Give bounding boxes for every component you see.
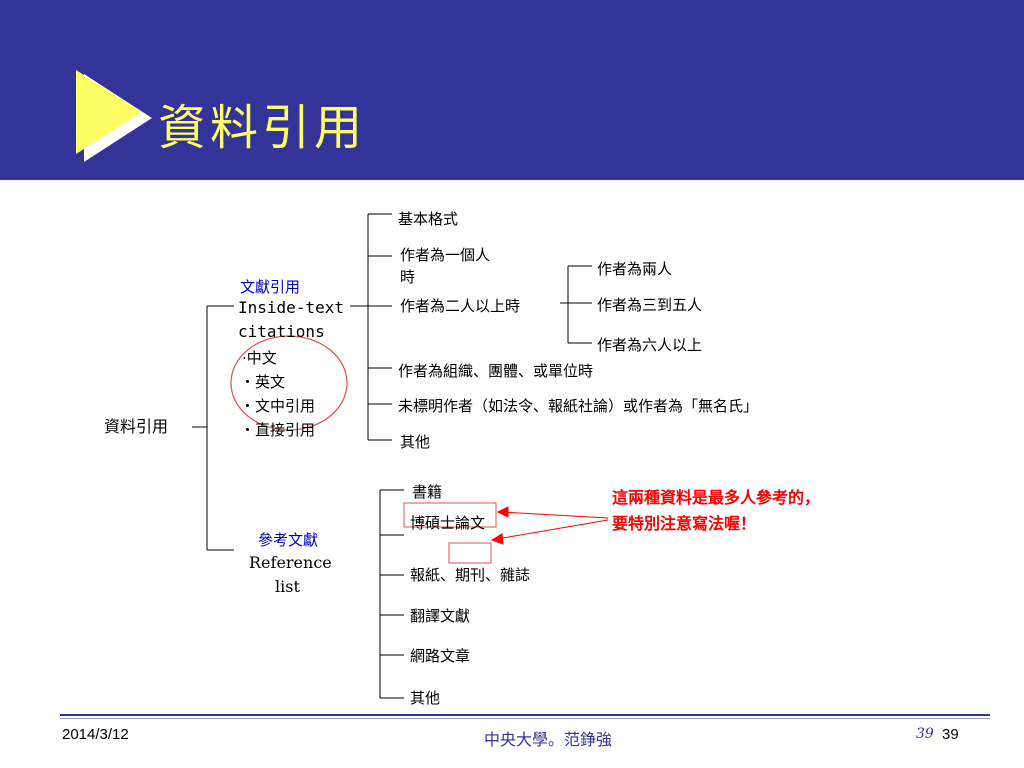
bullet-chinese: ·中文: [242, 349, 277, 367]
inside-citations-label: 文獻引用: [240, 278, 301, 296]
ref-translation: 翻譯文獻: [410, 607, 471, 625]
slide-header: [0, 0, 1024, 180]
node-one-author-2: 時: [400, 268, 416, 286]
bullet-direct-quote: ・直接引用: [240, 421, 316, 439]
note-line-1: 這兩種資料是最多人參考的，: [612, 488, 821, 507]
reference-list-en-2: list: [275, 577, 300, 596]
reference-list-en-1: Reference: [249, 553, 332, 572]
note-line-2: 要特別注意寫法喔！: [612, 514, 757, 533]
highlight-box-thesis: [403, 502, 497, 528]
footer-divider: [60, 714, 990, 716]
ref-web-article: 網路文章: [410, 647, 471, 665]
ref-other: 其他: [410, 689, 441, 707]
node-one-author-1: 作者為一個人: [400, 246, 491, 264]
node-six-plus-authors: 作者為六人以上: [597, 336, 703, 354]
footer-divider-thin: [60, 718, 990, 719]
node-three-five-authors: 作者為三到五人: [597, 296, 703, 314]
node-organization: 作者為組織、團體、或單位時: [398, 362, 594, 380]
node-multi-authors: 作者為二人以上時: [400, 297, 521, 315]
node-inside-other: 其他: [400, 433, 431, 451]
reference-list-label: 參考文獻: [258, 531, 319, 549]
footer-author: 中央大學。范錚強: [484, 730, 613, 749]
inside-citations-en-1: Inside-text: [238, 298, 344, 317]
highlight-box-newspaper: [448, 542, 492, 564]
footer-page-italic: 39: [916, 726, 934, 742]
highlight-ellipse: [230, 335, 348, 431]
ref-books: 書籍: [412, 483, 443, 501]
inside-citations-en-2: citations: [238, 322, 325, 341]
footer-date: 2014/3/12: [62, 726, 129, 743]
footer-page-number: 39: [942, 726, 959, 743]
tree-root: 資料引用: [104, 417, 169, 436]
node-two-authors: 作者為兩人: [597, 260, 673, 278]
node-basic-format: 基本格式: [398, 210, 459, 228]
bullet-english: ・英文: [240, 373, 286, 391]
bullet-in-text: ・文中引用: [240, 397, 316, 415]
ref-thesis: 博碩士論文: [410, 514, 486, 532]
node-anonymous: 未標明作者（如法令、報紙社論）或作者為「無名氏」: [398, 397, 759, 415]
slide-title: 資料引用: [158, 100, 367, 156]
play-arrow-icon: [76, 70, 142, 154]
ref-newspaper: 報紙、期刊、雜誌: [410, 566, 531, 584]
